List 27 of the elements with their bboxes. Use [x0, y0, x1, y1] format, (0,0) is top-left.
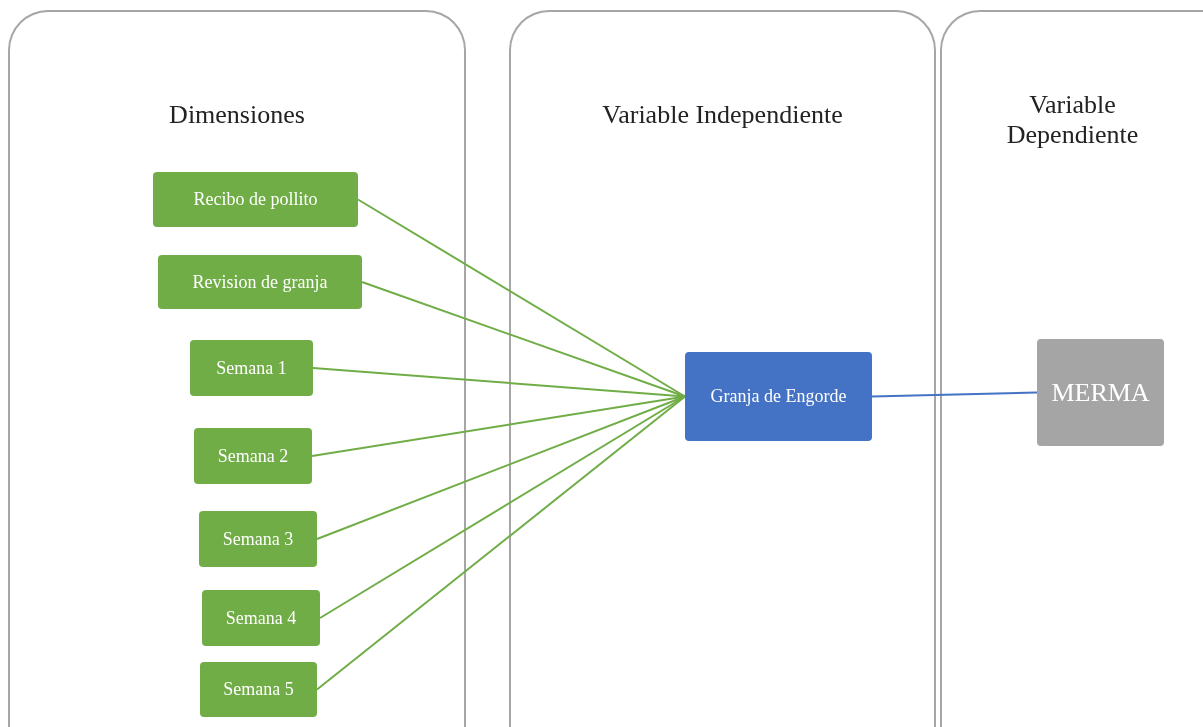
node-box	[685, 352, 872, 441]
node-box	[1037, 339, 1164, 446]
column-heading: Dimensiones	[168, 100, 306, 130]
node-label: Semana 3	[222, 528, 294, 550]
node-box	[200, 662, 317, 717]
node-label: Semana 5	[223, 679, 294, 700]
column-panel	[509, 10, 936, 727]
node-label: Recibo de pollito	[193, 189, 318, 210]
column-heading: Variable Independiente	[601, 100, 844, 130]
node-box	[202, 590, 320, 646]
column-heading: Variable Dependiente	[1005, 90, 1140, 150]
node-box	[158, 255, 362, 309]
connector-line	[357, 198, 686, 398]
connector-line	[316, 395, 686, 691]
node-box	[199, 511, 317, 567]
column-panel	[940, 10, 1203, 727]
column-panel	[8, 10, 466, 727]
node-label: Revision de granja	[192, 271, 328, 293]
node-box	[194, 428, 312, 484]
connector-line	[871, 391, 1038, 398]
node-label: Semana 4	[225, 607, 297, 629]
node-label: Semana 1	[216, 357, 287, 379]
node-label: Semana 2	[217, 445, 289, 467]
node-label: MERMA	[1051, 377, 1150, 408]
node-box	[190, 340, 313, 396]
node-label: Granja de Engorde	[710, 386, 847, 407]
node-box	[153, 172, 358, 227]
